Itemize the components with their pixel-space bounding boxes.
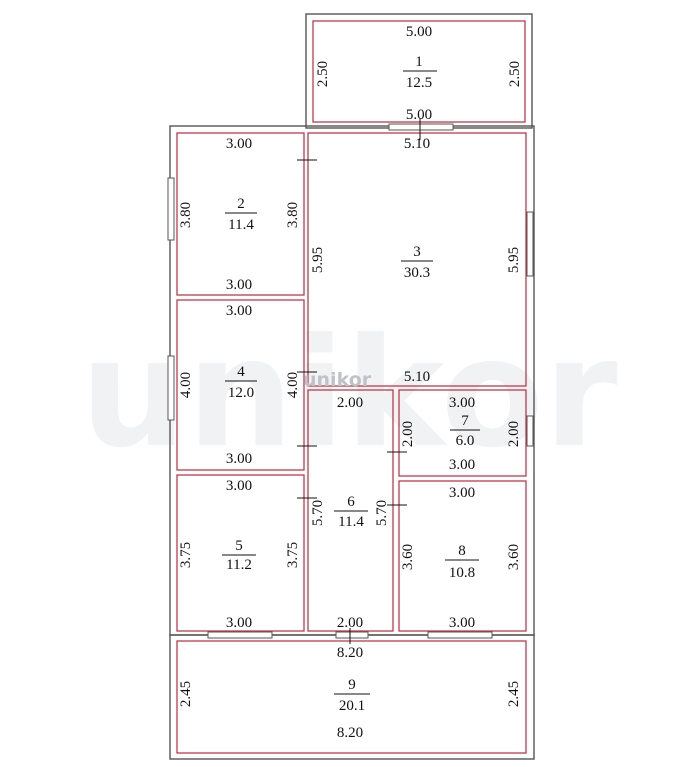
room-3-dim-bottom: 5.10 — [404, 369, 430, 385]
room-7-area: 6.0 — [456, 433, 475, 449]
room-5-dim-left: 3.75 — [178, 542, 194, 568]
room-6-label: 6 11.4 — [334, 494, 368, 530]
room-6-dim-bottom: 2.00 — [337, 615, 363, 631]
room-3-dim-left: 5.95 — [310, 247, 326, 273]
room-9-dim-top: 8.20 — [337, 645, 363, 661]
room-1-dim-top: 5.00 — [406, 24, 432, 40]
room-7-dim-top: 3.00 — [449, 395, 475, 411]
room-7-outline — [398, 389, 527, 477]
room-7-dim-left: 2.00 — [400, 421, 416, 447]
room-1-number: 1 — [415, 54, 423, 70]
room-6-dim-top: 2.00 — [337, 395, 363, 411]
room-7-dim-right: 2.00 — [506, 421, 522, 447]
room-4-dim-left: 4.00 — [178, 372, 194, 398]
room-5-outline — [176, 474, 305, 632]
room-3-number: 3 — [413, 244, 421, 260]
room-6-number: 6 — [347, 494, 355, 510]
window-right-room-3 — [526, 211, 534, 277]
room-1-dim-bottom: 5.00 — [406, 107, 432, 123]
room-4-area: 12.0 — [228, 385, 254, 401]
room-4-number: 4 — [237, 364, 245, 380]
room-2-area: 11.4 — [228, 217, 254, 233]
room-3-dim-top: 5.10 — [404, 136, 430, 152]
room-9-dim-left: 2.45 — [178, 681, 194, 707]
room-6-dim-left: 5.70 — [310, 500, 326, 526]
room-9-number: 9 — [348, 677, 356, 693]
room-8-dim-bottom: 3.00 — [449, 615, 475, 631]
window-bottom-room-8 — [427, 631, 493, 639]
room-1-dim-left: 2.50 — [315, 61, 331, 87]
room-3-label: 3 30.3 — [401, 244, 433, 281]
room-8-outline — [398, 480, 527, 632]
room-5-dim-top: 3.00 — [226, 478, 252, 494]
window-top-room-3 — [388, 123, 454, 131]
room-2-dim-bottom: 3.00 — [226, 277, 252, 293]
room-9-label: 9 20.1 — [334, 677, 370, 714]
window-right-room-7 — [526, 415, 534, 447]
window-bottom-room-5 — [207, 631, 273, 639]
room-2-dim-top: 3.00 — [226, 136, 252, 152]
room-8-dim-right: 3.60 — [506, 544, 522, 570]
room-3-dim-right: 5.95 — [506, 247, 522, 273]
room-7-dim-bottom: 3.00 — [449, 457, 475, 473]
room-4-dim-top: 3.00 — [226, 303, 252, 319]
room-3-area: 30.3 — [404, 265, 430, 281]
room-5-dim-right: 3.75 — [285, 542, 301, 568]
room-2-number: 2 — [237, 196, 245, 212]
room-8-area: 10.8 — [449, 565, 475, 581]
room-2-dim-right: 3.80 — [285, 202, 301, 228]
room-4-label: 4 12.0 — [225, 364, 257, 401]
room-7-number: 7 — [461, 413, 469, 429]
room-5-label: 5 11.2 — [222, 538, 256, 573]
room-9-outline — [176, 640, 527, 754]
room-2-outline — [176, 132, 305, 296]
room-5-number: 5 — [235, 538, 243, 554]
room-5-area: 11.2 — [226, 557, 252, 573]
room-8-dim-left: 3.60 — [400, 544, 416, 570]
room-8-number: 8 — [458, 543, 466, 559]
room-7-label: 7 6.0 — [450, 413, 480, 449]
room-9-dim-bottom: 8.20 — [337, 725, 363, 741]
room-8-dim-top: 3.00 — [449, 485, 475, 501]
watermark-logo: unikor — [303, 369, 372, 391]
room-6-area: 11.4 — [338, 514, 364, 530]
room-1-area: 12.5 — [406, 75, 432, 91]
room-8-label: 8 10.8 — [445, 543, 479, 581]
room-1-label: 1 12.5 — [403, 54, 437, 91]
room-4-outline — [176, 299, 305, 471]
watermark-background-logo: unikor — [80, 307, 618, 481]
window-left-room-4 — [167, 355, 175, 421]
room-9-dim-right: 2.45 — [506, 681, 522, 707]
door-bottom-room-6 — [335, 631, 369, 639]
room-4-dim-right: 4.00 — [285, 372, 301, 398]
room-2-label: 2 11.4 — [225, 196, 257, 233]
room-3-outline — [307, 132, 527, 387]
room-6-dim-right: 5.70 — [374, 500, 390, 526]
room-9-area: 20.1 — [339, 698, 365, 714]
window-left-room-2 — [167, 177, 175, 241]
room-1-outline — [312, 20, 526, 123]
room-5-dim-bottom: 3.00 — [226, 615, 252, 631]
room-4-dim-bottom: 3.00 — [226, 451, 252, 467]
room-1-dim-right: 2.50 — [507, 61, 523, 87]
room-2-dim-left: 3.80 — [178, 202, 194, 228]
